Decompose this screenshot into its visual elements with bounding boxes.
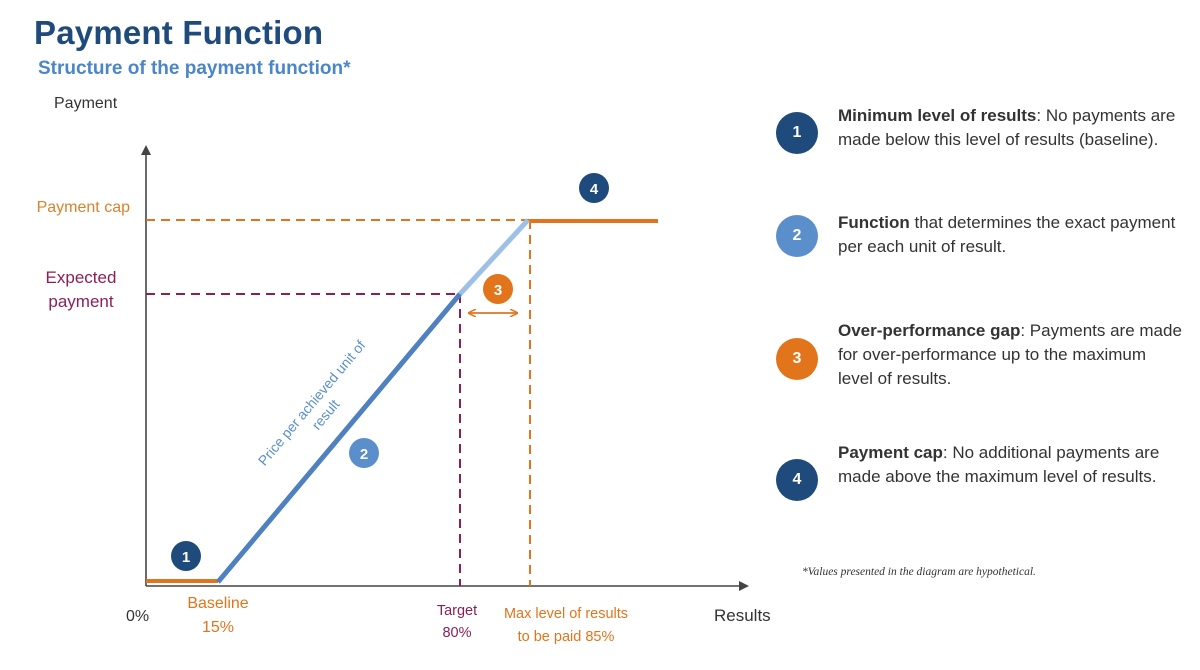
baseline-label-2: 15% <box>202 619 234 636</box>
legend-badge-4: 4 <box>776 459 818 501</box>
badge-4-number: 4 <box>590 181 599 198</box>
function-line <box>216 292 462 584</box>
badge-3-number: 3 <box>494 282 502 299</box>
payment-cap-label: Payment cap <box>37 199 130 216</box>
x-axis-label: Results <box>714 606 771 625</box>
badge-1-number: 1 <box>182 549 190 566</box>
over-performance-segment <box>458 218 530 296</box>
page-title: Payment Function <box>34 14 324 51</box>
legend-rest-1: : No payments are made below this level … <box>838 106 1176 149</box>
expected-payment-label-1: Expected <box>46 268 117 287</box>
baseline-label-1: Baseline <box>187 595 248 612</box>
origin-label: 0% <box>126 608 149 625</box>
legend-text-1: Minimum level of results: No payments ar… <box>838 104 1183 152</box>
legend-bold-3: Over-performance gap <box>838 321 1021 340</box>
legend-text-4: Payment cap: No additional payments are … <box>838 441 1183 489</box>
target-label-2: 80% <box>442 625 471 641</box>
legend-bold-1: Minimum level of results <box>838 106 1037 125</box>
legend-text-2: Function that determines the exact payme… <box>838 211 1183 259</box>
legend-bold-4: Payment cap <box>838 443 943 462</box>
max-results-label-1: Max level of results <box>504 606 628 622</box>
y-axis-label: Payment <box>54 95 118 112</box>
legend-rest-3: : Payments are made for over-performance… <box>838 321 1182 388</box>
legend-badge-3: 3 <box>776 338 818 380</box>
badge-4: 4 <box>579 173 609 203</box>
badge-1: 1 <box>171 541 201 571</box>
expected-payment-label-2: payment <box>48 292 113 311</box>
target-label-1: Target <box>437 603 477 619</box>
badge-2: 2 <box>349 438 379 468</box>
footnote: *Values presented in the diagram are hyp… <box>802 566 1036 578</box>
legend-text-3: Over-performance gap: Payments are made … <box>838 319 1183 391</box>
page-subtitle: Structure of the payment function* <box>38 58 351 79</box>
legend-badge-1: 1 <box>776 112 818 154</box>
legend-bold-2: Function <box>838 213 910 232</box>
legend-rest-2: that determines the exact payment per ea… <box>838 213 1176 256</box>
max-results-label-2: to be paid 85% <box>518 629 615 645</box>
legend-badge-2: 2 <box>776 215 818 257</box>
badge-3: 3 <box>483 274 513 304</box>
legend-rest-4: : No additional payments are made above … <box>838 443 1160 486</box>
badge-2-number: 2 <box>360 446 368 463</box>
